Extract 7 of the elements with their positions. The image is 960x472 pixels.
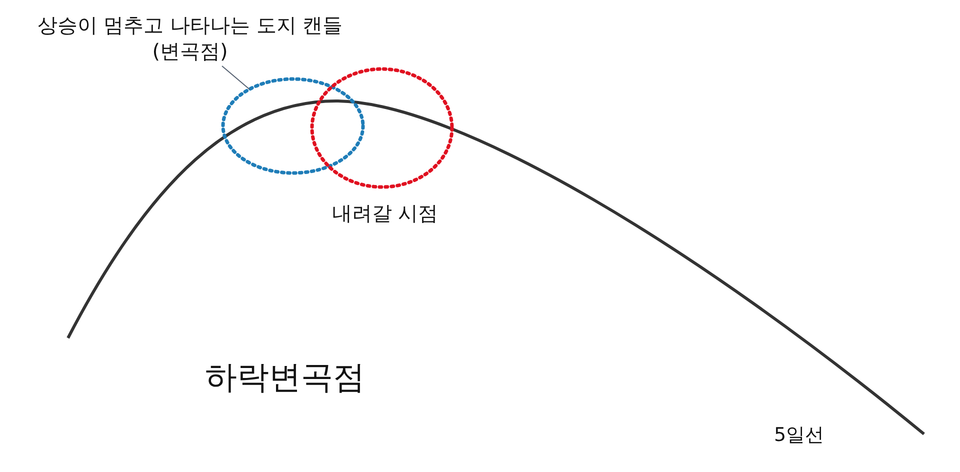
annotation-text: 내려갈 시점 [330,200,440,227]
label-text: 5일선 [774,423,824,448]
dotted-ellipse [221,77,365,175]
annotation-text: 상승이 멈추고 나타나는 도지 캔들 (변곡점) [30,12,350,64]
leader-line [222,66,250,90]
label-text: 하락변곡점 [205,357,365,398]
dotted-ellipse [310,67,454,189]
